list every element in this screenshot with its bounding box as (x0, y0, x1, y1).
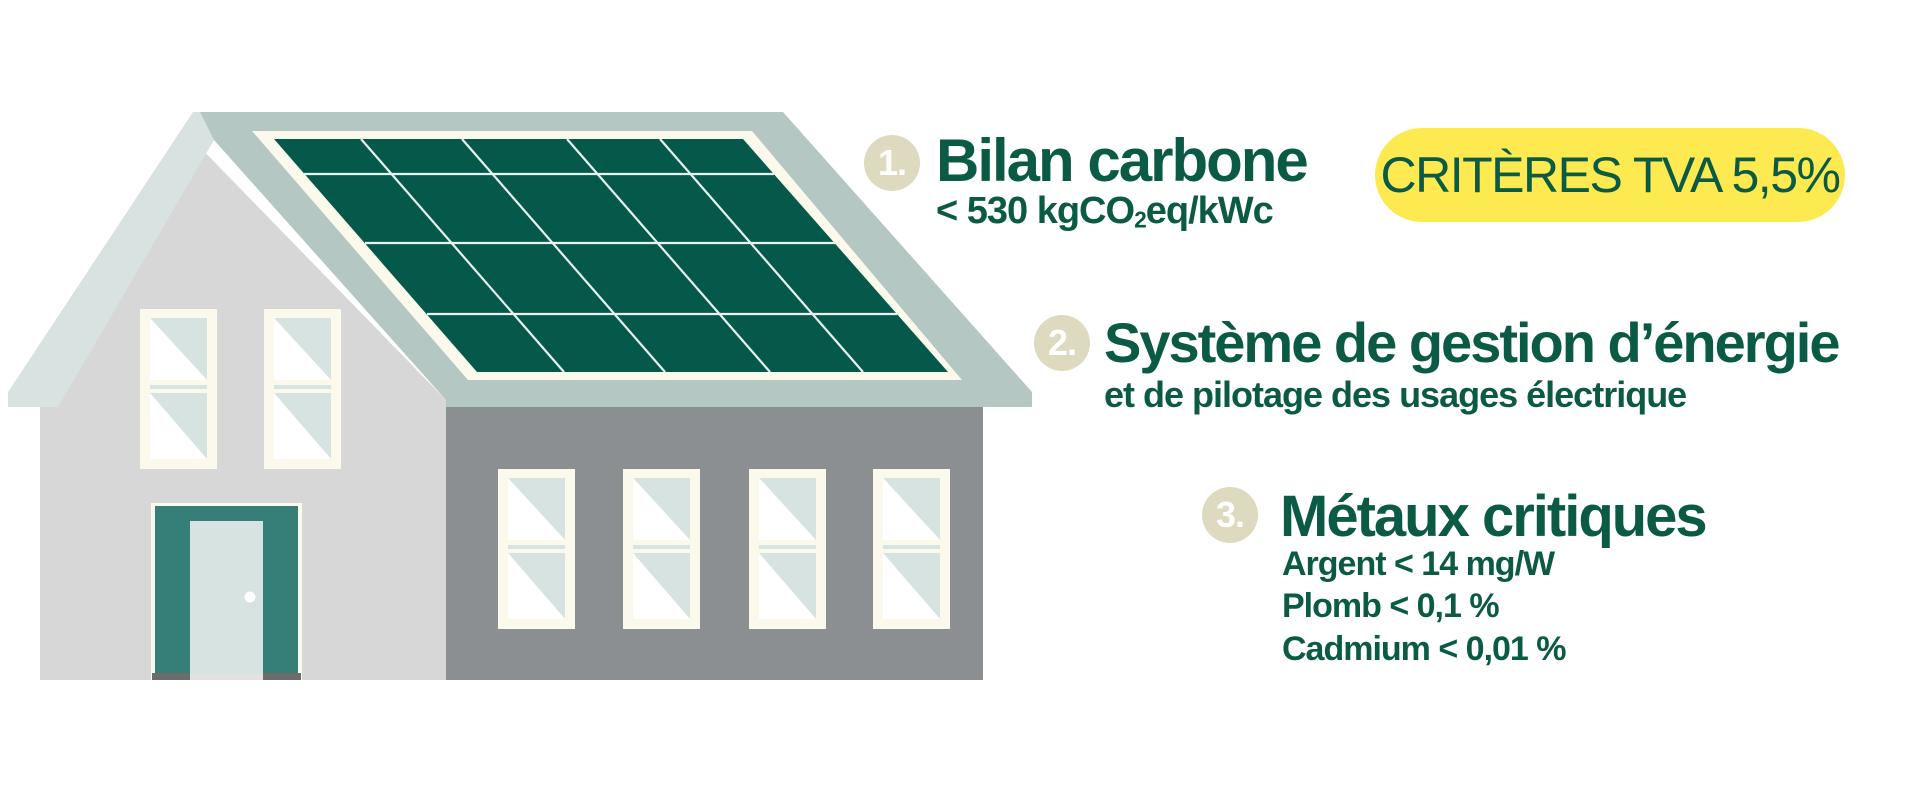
number-badge-1: 1. (864, 135, 920, 191)
front-door (151, 503, 302, 680)
criterion-detail-carbon: < 530 kgCO2eq/kWc (936, 190, 1274, 234)
metal-lead-limit: Plomb < 0,1 % (1282, 587, 1500, 625)
number-1: 1. (877, 142, 907, 183)
metal-silver-limit: Argent < 14 mg/W (1282, 545, 1555, 583)
tva-criteria-badge: CRITÈRES TVA 5,5% (1375, 128, 1845, 222)
wing-window-1 (498, 469, 575, 629)
main-house-wall (40, 140, 446, 680)
tva-criteria-label: CRITÈRES TVA 5,5% (1380, 147, 1841, 203)
carbon-unit: eq/kWc (1145, 190, 1274, 232)
number-2: 2. (1047, 322, 1077, 363)
metal-cadmium-limit: Cadmium < 0,01 % (1282, 630, 1567, 668)
wing-window-4 (873, 469, 950, 629)
window-upper-right (264, 309, 341, 469)
criterion-title-critical-metals: Métaux critiques (1280, 484, 1708, 549)
criterion-title-carbon: Bilan carbone (936, 127, 1309, 194)
number-3: 3. (1215, 494, 1245, 535)
solar-panel-icon (274, 138, 948, 373)
criterion-title-energy-management: Système de gestion d’énergie (1104, 311, 1840, 374)
wing-window-3 (749, 469, 826, 629)
carbon-subscript: 2 (1134, 206, 1147, 233)
number-badge-2: 2. (1034, 315, 1090, 371)
door-knob-icon (244, 591, 256, 603)
wing-window-2 (623, 469, 700, 629)
gable-eave-icon (8, 112, 230, 407)
number-badge-3: 3. (1202, 487, 1258, 543)
window-upper-left (140, 309, 217, 469)
carbon-value: < 530 kgCO (936, 190, 1135, 232)
criterion-detail-energy-management: et de pilotage des usages électrique (1104, 374, 1687, 415)
